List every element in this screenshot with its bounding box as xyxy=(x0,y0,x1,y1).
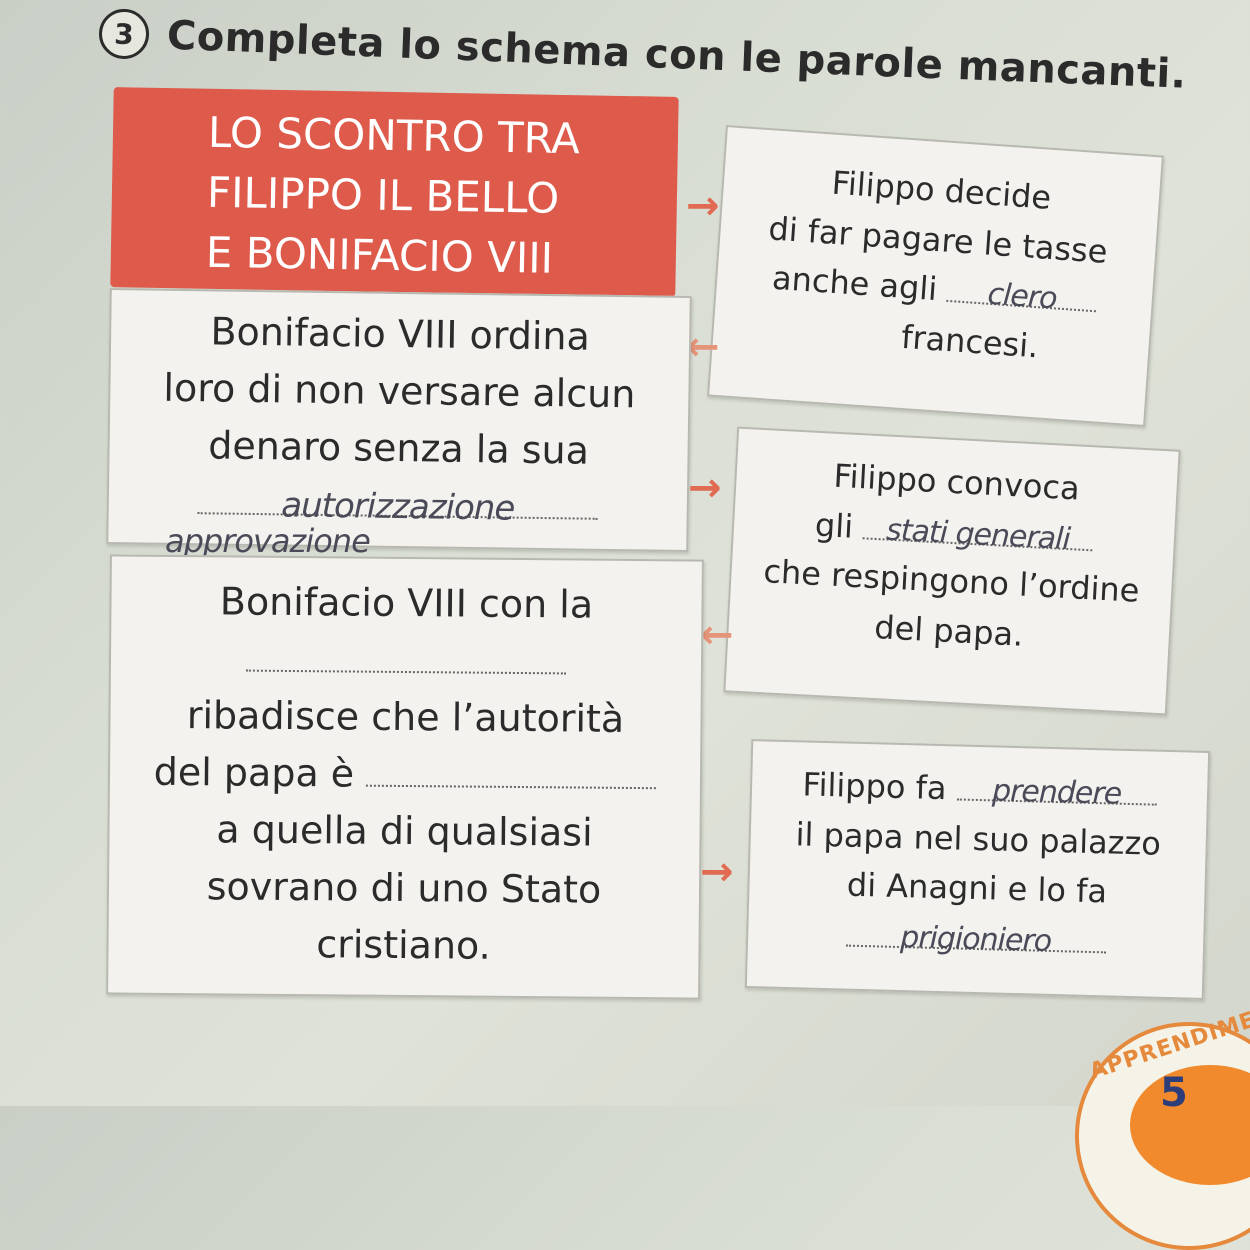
handwritten-answer: stati generali xyxy=(885,512,1071,557)
exercise-header: 3 Completa lo schema con le parole manca… xyxy=(98,8,1187,100)
scheme-box-anagni: Filippo fa prendere il papa nel suo pala… xyxy=(744,739,1211,1000)
box-line: loro di non versare alcun xyxy=(163,365,636,417)
arrow-right-icon: → xyxy=(688,465,722,511)
handwritten-answer-alt: approvazione xyxy=(165,522,371,560)
box-line: Filippo fa prendere xyxy=(752,741,1209,820)
arrow-right-icon: → xyxy=(686,183,720,229)
answer-blank[interactable]: autorizzazione xyxy=(197,474,599,529)
topic-box: LO SCONTRO TRA FILIPPO IL BELLO E BONIFA… xyxy=(110,87,679,297)
handwritten-answer: prendere xyxy=(991,773,1122,812)
box-line: a quella di qualsiasi xyxy=(216,807,593,855)
answer-blank[interactable] xyxy=(245,635,567,675)
exercise-title: Completa lo schema con le parole mancant… xyxy=(166,12,1188,98)
box-line-text: gli xyxy=(814,505,855,546)
handwritten-answer: prigioniero xyxy=(899,919,1052,959)
handwritten-answer: clero xyxy=(986,276,1058,317)
box-line xyxy=(111,629,701,691)
box-line-text: del papa è xyxy=(153,749,355,796)
box-line: Bonifacio VIII ordina xyxy=(210,309,591,359)
answer-blank[interactable] xyxy=(366,750,657,790)
box-line: prigioniero xyxy=(748,908,1204,969)
arrow-left-icon: ← xyxy=(700,612,734,658)
box-line: ribadisce che l’autorità xyxy=(186,693,625,741)
box-line: cristiano. xyxy=(316,922,491,968)
arrow-left-icon: ← xyxy=(686,324,720,370)
scheme-box-tasse: Filippo decide di far pagare le tasse an… xyxy=(707,125,1164,427)
topic-line-2: FILIPPO IL BELLO xyxy=(206,167,560,223)
box-line: Bonifacio VIII con la xyxy=(219,579,594,627)
box-line-text: anche agli xyxy=(770,258,939,309)
arrow-right-icon: → xyxy=(700,849,734,895)
answer-blank[interactable]: prendere xyxy=(956,764,1158,812)
topic-line-1: LO SCONTRO TRA xyxy=(207,107,581,164)
badge-number: 5 xyxy=(1160,1070,1188,1116)
box-line-text: Filippo fa xyxy=(802,765,948,808)
scheme-box-stati: Filippo convoca gli stati generali che r… xyxy=(723,426,1181,716)
box-line: sovrano di uno Stato xyxy=(206,864,602,912)
scheme-box-ordine: Bonifacio VIII ordina loro di non versar… xyxy=(106,287,692,553)
topic-line-3: E BONIFACIO VIII xyxy=(205,227,554,283)
scheme-box-bolla: Bonifacio VIII con la ribadisce che l’au… xyxy=(106,554,704,1000)
box-line: del papa è xyxy=(110,743,700,805)
box-line: denaro senza la sua xyxy=(207,423,590,473)
answer-blank[interactable]: prigioniero xyxy=(845,910,1107,959)
exercise-number: 3 xyxy=(98,8,150,60)
